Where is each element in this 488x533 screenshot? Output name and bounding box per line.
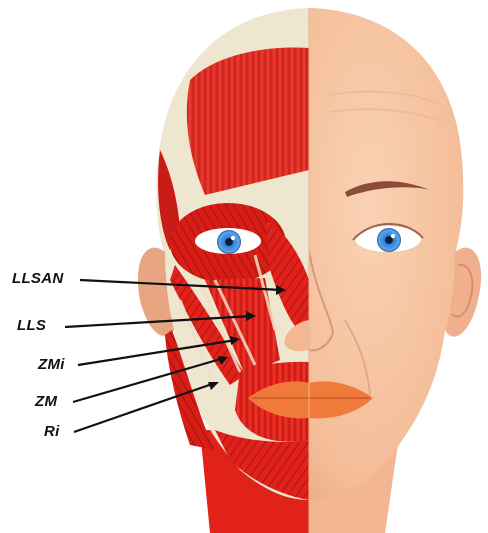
left-iris [217, 230, 241, 254]
right-eye-highlight [391, 234, 395, 238]
frontalis-muscle [187, 47, 309, 195]
left-eye-highlight [231, 236, 235, 240]
label-llsan: LLSAN [12, 270, 64, 287]
label-ri: Ri [44, 423, 60, 440]
muscle-half [138, 8, 310, 533]
label-lls: LLS [17, 317, 46, 334]
label-zmi: ZMi [38, 356, 65, 373]
right-iris [377, 228, 401, 252]
label-zm: ZM [35, 393, 57, 410]
